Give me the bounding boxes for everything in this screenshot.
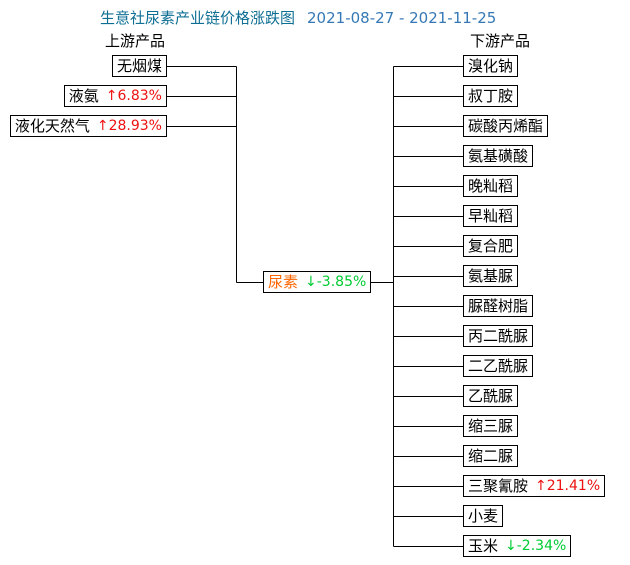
product-name: 早籼稻 — [468, 207, 514, 225]
product-name: 溴化钠 — [468, 57, 514, 75]
product-name: 玉米 — [468, 537, 499, 555]
product-name: 尿素 — [268, 273, 299, 291]
product-name: 乙酰脲 — [468, 387, 514, 405]
product-node-downstream-12[interactable]: 缩三脲 — [463, 415, 519, 437]
product-name: 脲醛树脂 — [468, 297, 529, 315]
product-name: 晚籼稻 — [468, 177, 514, 195]
product-node-downstream-9[interactable]: 丙二酰脲 — [463, 325, 534, 347]
product-name: 碳酸丙烯酯 — [468, 117, 544, 135]
page-title-text: 生意社尿素产业链价格涨跌图 — [100, 9, 296, 27]
product-node-downstream-8[interactable]: 脲醛树脂 — [463, 295, 534, 317]
product-node-downstream-14[interactable]: 三聚氰胺 ↑21.41% — [463, 475, 606, 497]
product-node-downstream-4[interactable]: 晚籼稻 — [463, 175, 519, 197]
product-node-downstream-13[interactable]: 缩二脲 — [463, 445, 519, 467]
product-change: ↓-2.34% — [505, 538, 567, 554]
product-name: 液化天然气 — [14, 117, 90, 135]
page-title: 生意社尿素产业链价格涨跌图 2021-08-27 - 2021-11-25 — [100, 7, 496, 28]
product-name: 叔丁胺 — [468, 87, 514, 105]
downstream-column-label: 下游产品 — [470, 32, 531, 50]
product-node-upstream-2[interactable]: 液化天然气 ↑28.93% — [9, 115, 167, 137]
product-change: ↑21.41% — [535, 478, 601, 494]
product-node-downstream-16[interactable]: 玉米 ↓-2.34% — [463, 535, 572, 557]
product-node-center[interactable]: 尿素 ↓-3.85% — [263, 271, 372, 293]
product-node-downstream-5[interactable]: 早籼稻 — [463, 205, 519, 227]
product-name: 丙二酰脲 — [468, 327, 529, 345]
product-node-downstream-3[interactable]: 氨基磺酸 — [463, 145, 534, 167]
product-node-downstream-11[interactable]: 乙酰脲 — [463, 385, 519, 407]
product-node-upstream-0[interactable]: 无烟煤 — [111, 55, 167, 77]
product-name: 缩三脲 — [468, 417, 514, 435]
product-name: 无烟煤 — [116, 57, 162, 75]
product-name: 氨基磺酸 — [468, 147, 529, 165]
product-node-downstream-10[interactable]: 二乙酰脲 — [463, 355, 534, 377]
product-node-downstream-7[interactable]: 氨基脲 — [463, 265, 519, 287]
product-change: ↑28.93% — [96, 118, 162, 134]
product-change: ↓-3.85% — [305, 274, 367, 290]
product-name: 缩二脲 — [468, 447, 514, 465]
product-node-downstream-0[interactable]: 溴化钠 — [463, 55, 519, 77]
product-name: 液氨 — [68, 87, 99, 105]
product-node-downstream-15[interactable]: 小麦 — [463, 505, 504, 527]
page-title-date-range: 2021-08-27 - 2021-11-25 — [307, 9, 497, 27]
product-change: ↑6.83% — [105, 88, 162, 104]
product-name: 二乙酰脲 — [468, 357, 529, 375]
upstream-column-label: 上游产品 — [105, 32, 166, 50]
product-name: 小麦 — [468, 507, 499, 525]
product-name: 复合肥 — [468, 237, 514, 255]
product-name: 氨基脲 — [468, 267, 514, 285]
product-node-downstream-2[interactable]: 碳酸丙烯酯 — [463, 115, 549, 137]
product-name: 三聚氰胺 — [468, 477, 529, 495]
product-node-downstream-6[interactable]: 复合肥 — [463, 235, 519, 257]
product-node-downstream-1[interactable]: 叔丁胺 — [463, 85, 519, 107]
product-node-upstream-1[interactable]: 液氨 ↑6.83% — [63, 85, 167, 107]
